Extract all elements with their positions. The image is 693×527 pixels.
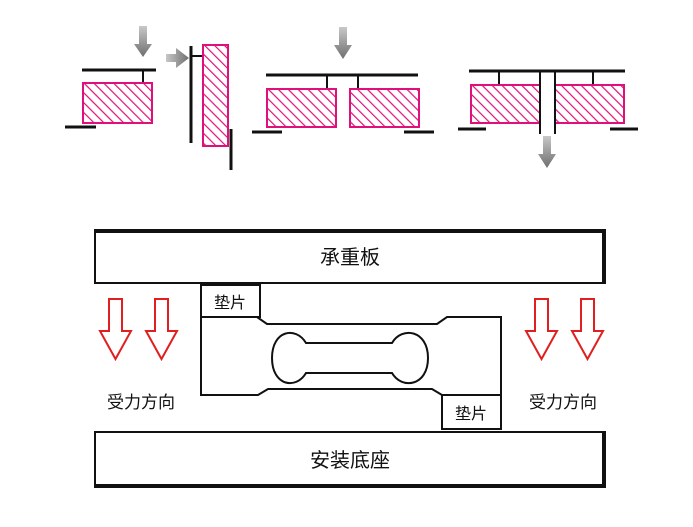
dual-load-cells-bottom-load xyxy=(458,69,638,168)
load-bearing-plate-label: 承重板 xyxy=(320,245,380,269)
down-arrow-icon xyxy=(570,298,605,362)
shim-bottom-label: 垫片 xyxy=(455,404,487,423)
down-arrow-icon xyxy=(524,298,559,362)
right-arrow-icon xyxy=(166,48,189,68)
down-arrow-icon xyxy=(134,26,152,57)
force-arrows-left: 受力方向 xyxy=(98,298,179,413)
down-arrow-icon xyxy=(538,136,556,168)
mounting-base: 安装底座 xyxy=(94,431,606,488)
mounting-base-label: 安装底座 xyxy=(310,448,390,472)
down-arrow-icon xyxy=(144,298,179,362)
load-cell-body xyxy=(82,82,153,124)
load-cell-body xyxy=(349,88,420,128)
shim-top-label: 垫片 xyxy=(214,293,246,312)
force-arrows-right: 受力方向 xyxy=(524,298,605,413)
load-bearing-plate: 承重板 xyxy=(94,229,606,284)
shim-top: 垫片 xyxy=(200,284,261,318)
force-direction-label-right: 受力方向 xyxy=(529,393,597,413)
beam-load-cell xyxy=(200,316,502,396)
load-cell-body xyxy=(554,84,625,124)
down-arrow-icon xyxy=(98,298,133,362)
strain-gauge-hole xyxy=(270,332,430,384)
load-cell-body xyxy=(470,84,541,124)
down-arrow-icon xyxy=(334,27,352,59)
force-direction-label-left: 受力方向 xyxy=(107,393,175,413)
dual-load-cells-top-load xyxy=(252,27,434,134)
load-cell-body xyxy=(202,44,229,147)
shim-bottom: 垫片 xyxy=(441,394,502,430)
load-cell-body xyxy=(266,88,337,128)
single-load-cell-top-load xyxy=(65,26,156,129)
single-load-cell-side-load xyxy=(166,44,233,170)
